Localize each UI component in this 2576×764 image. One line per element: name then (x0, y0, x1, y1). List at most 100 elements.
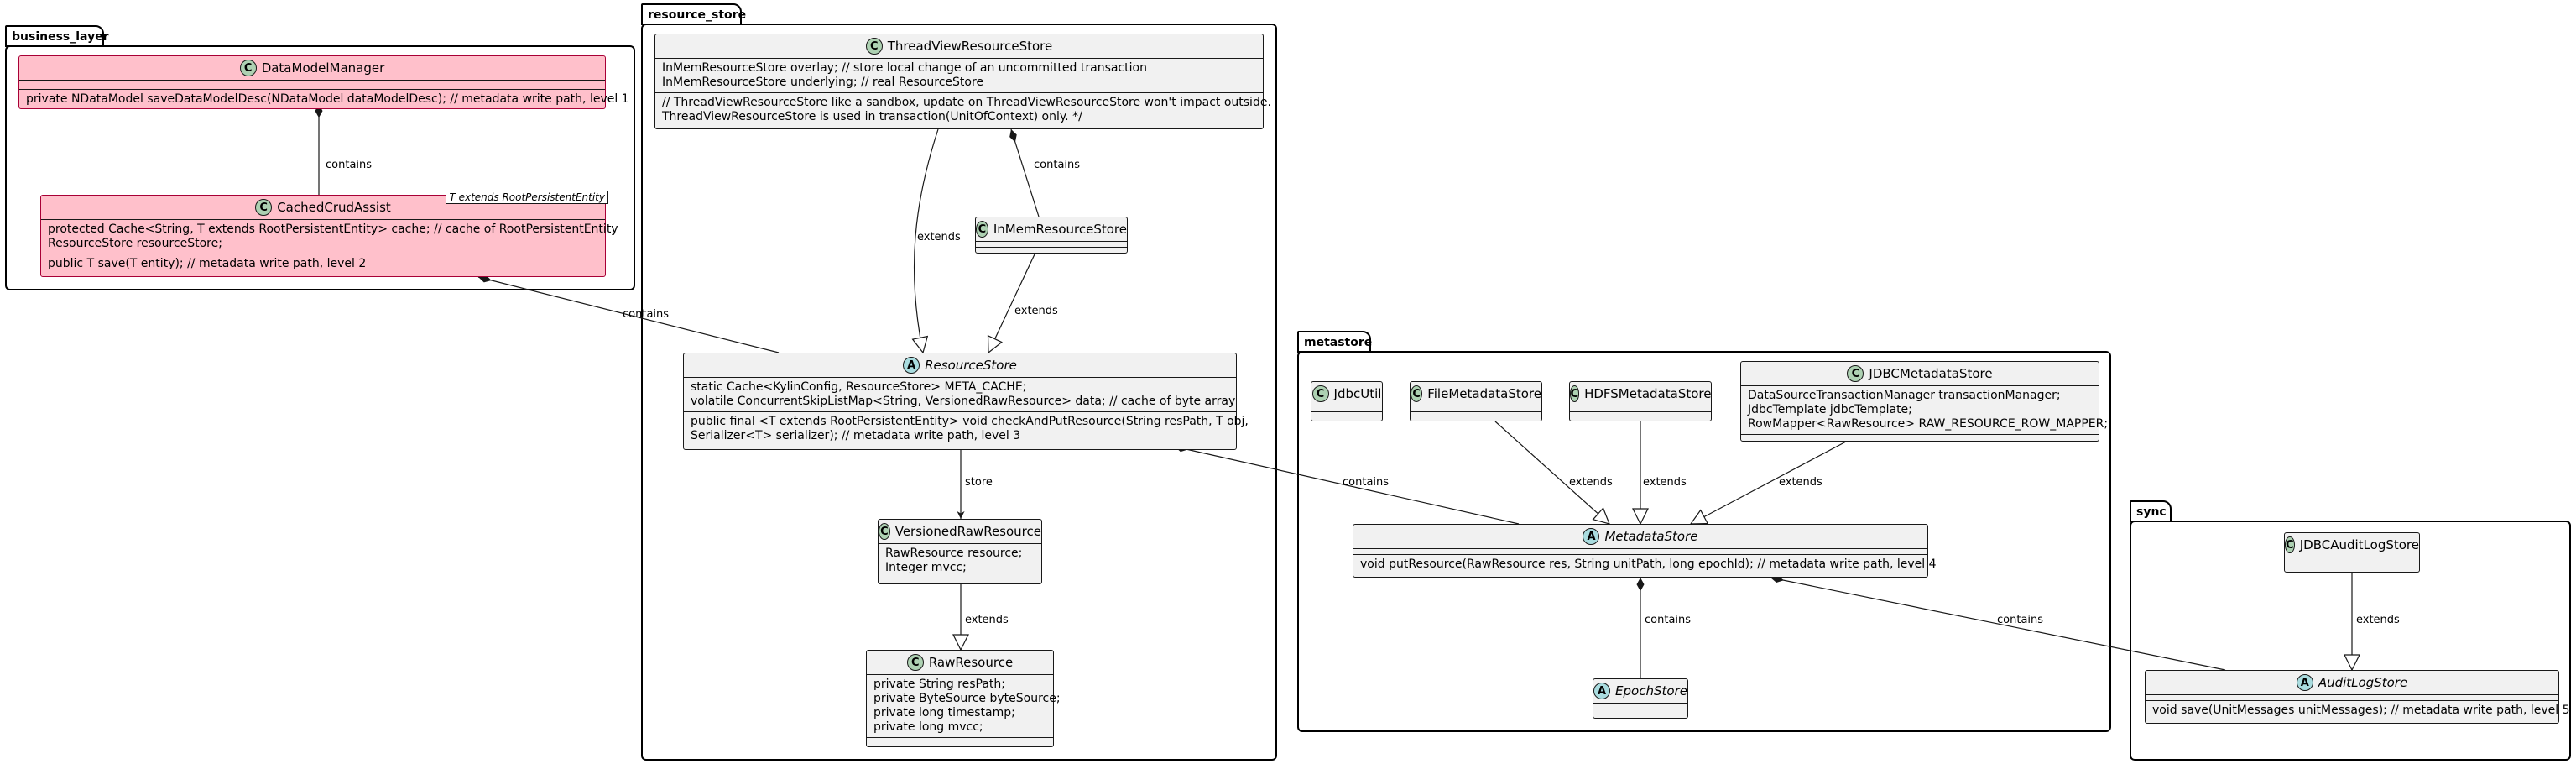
edge-label: contains (623, 308, 669, 321)
field-line: static Cache<KylinConfig, ResourceStore>… (691, 380, 1027, 394)
class-fields (1570, 406, 1711, 411)
class-name: ResourceStore (925, 358, 1017, 373)
field-line: RowMapper<RawResource> RAW_RESOURCE_ROW_… (1748, 417, 2109, 431)
field-line: InMemResourceStore underlying; // real R… (662, 76, 984, 89)
edge-cachedcrud-resourcestore (477, 275, 780, 353)
class-name: EpochStore (1615, 683, 1687, 699)
field-line: volatile ConcurrentSkipListMap<String, V… (691, 395, 1236, 408)
class-name: JDBCAuditLogStore (2299, 537, 2419, 552)
field-line: RawResource resource; (885, 547, 1023, 560)
class-methods (879, 578, 1041, 582)
class-methods: public final <T extends RootPersistentEn… (684, 411, 1249, 446)
edge-label: contains (1997, 614, 2043, 626)
class-inmemresourcestore[interactable]: C InMemResourceStore (975, 217, 1128, 254)
class-name: MetadataStore (1604, 529, 1698, 544)
class-methods (1593, 709, 1687, 714)
class-icon: C (2285, 536, 2295, 553)
edge-label: contains (1645, 614, 1691, 626)
class-icon: C (1311, 385, 1329, 402)
class-fields (19, 80, 605, 89)
class-methods (1311, 411, 1382, 417)
edge-threadview-inmem (1009, 128, 1040, 217)
class-fields (976, 241, 1127, 247)
class-fields (2146, 694, 2558, 700)
abstract-icon: A (2296, 674, 2313, 691)
abstract-icon: A (1583, 528, 1600, 545)
edge-label: contains (1034, 159, 1080, 171)
edge-metadatastore-auditlog (1770, 575, 2226, 671)
class-methods: public T save(T entity); // metadata wri… (41, 254, 605, 274)
abstract-icon: A (1593, 683, 1611, 699)
class-name: VersionedRawResource (894, 524, 1041, 539)
field-line: Integer mvcc; (885, 561, 967, 574)
class-name: HDFSMetadataStore (1584, 386, 1712, 401)
class-name: CachedCrudAssist (277, 200, 391, 215)
edge-jdbc-metadatastore (1691, 441, 1847, 524)
field-line: JdbcTemplate jdbcTemplate; (1748, 403, 1912, 416)
edge-inmem-resourcestore (988, 241, 1041, 353)
method-line: void putResource(RawResource res, String… (1360, 557, 1937, 571)
package-tab-business-layer: business_layer (5, 25, 109, 47)
class-fields: DataSourceTransactionManager transaction… (1741, 385, 2109, 434)
class-methods (1741, 434, 2099, 438)
edge-resourcestore-metadatastore (1174, 444, 1520, 525)
class-fields: protected Cache<String, T extends RootPe… (41, 219, 618, 254)
class-fields (1411, 406, 1541, 411)
method-line: public final <T extends RootPersistentEn… (691, 415, 1249, 428)
class-jdbcmetadatastore[interactable]: C JDBCMetadataStore DataSourceTransaction… (1740, 361, 2109, 442)
edge-label: extends (1014, 305, 1058, 317)
edge-label: extends (1643, 476, 1687, 489)
method-line: ThreadViewResourceStore is used in trans… (662, 110, 1082, 123)
class-jdbcauditlogstore[interactable]: C JDBCAuditLogStore (2284, 532, 2420, 573)
edge-label: store (965, 476, 993, 489)
class-hdfsmetadatastore[interactable]: C HDFSMetadataStore (1569, 381, 1712, 421)
class-icon: C (1569, 385, 1580, 402)
field-line: private long mvcc; (873, 720, 983, 734)
class-metadatastore[interactable]: A MetadataStore void putResource(RawResou… (1353, 524, 1937, 578)
class-icon: C (255, 199, 273, 216)
class-name: JDBCMetadataStore (1869, 366, 1993, 381)
class-fields (2285, 557, 2419, 563)
field-line: protected Cache<String, T extends RootPe… (48, 222, 618, 236)
class-fields (1311, 406, 1382, 411)
class-name: ThreadViewResourceStore (887, 39, 1053, 54)
edge-label: extends (2356, 614, 2400, 626)
class-name: InMemResourceStore (993, 222, 1127, 237)
class-icon: C (906, 654, 924, 671)
edge-label: extends (1569, 476, 1613, 489)
class-methods (1411, 411, 1541, 417)
class-fields: InMemResourceStore overlay; // store loc… (655, 58, 1263, 92)
class-icon: C (1847, 365, 1864, 382)
field-line: DataSourceTransactionManager transaction… (1748, 389, 2061, 402)
class-methods (976, 247, 1127, 253)
class-icon: C (239, 60, 257, 76)
package-tab-resource-store: resource_store (641, 3, 746, 25)
class-fields (1353, 548, 1927, 554)
class-methods (867, 737, 1053, 741)
field-line: private long timestamp; (873, 706, 1015, 720)
class-icon: C (976, 221, 988, 238)
class-methods (2285, 563, 2419, 568)
method-line: void save(UnitMessages unitMessages); //… (2152, 704, 2570, 717)
class-icon: C (879, 523, 890, 540)
class-versionedrawresource[interactable]: C VersionedRawResource RawResource resour… (878, 519, 1042, 584)
edge-label: extends (965, 614, 1009, 626)
method-line: Serializer<T> serializer); // metadata w… (691, 429, 1021, 442)
abstract-icon: A (903, 357, 920, 374)
field-line: private ByteSource byteSource; (873, 692, 1061, 705)
method-line: // ThreadViewResourceStore like a sandbo… (662, 96, 1271, 109)
class-fields: private String resPath; private ByteSour… (867, 674, 1061, 737)
method-line: public T save(T entity); // metadata wri… (48, 257, 367, 270)
class-name: FileMetadataStore (1427, 386, 1541, 401)
class-resourcestore[interactable]: A ResourceStore static Cache<KylinConfig,… (683, 353, 1249, 450)
class-methods: // ThreadViewResourceStore like a sandbo… (655, 92, 1271, 127)
class-name: DataModelManager (261, 60, 385, 76)
